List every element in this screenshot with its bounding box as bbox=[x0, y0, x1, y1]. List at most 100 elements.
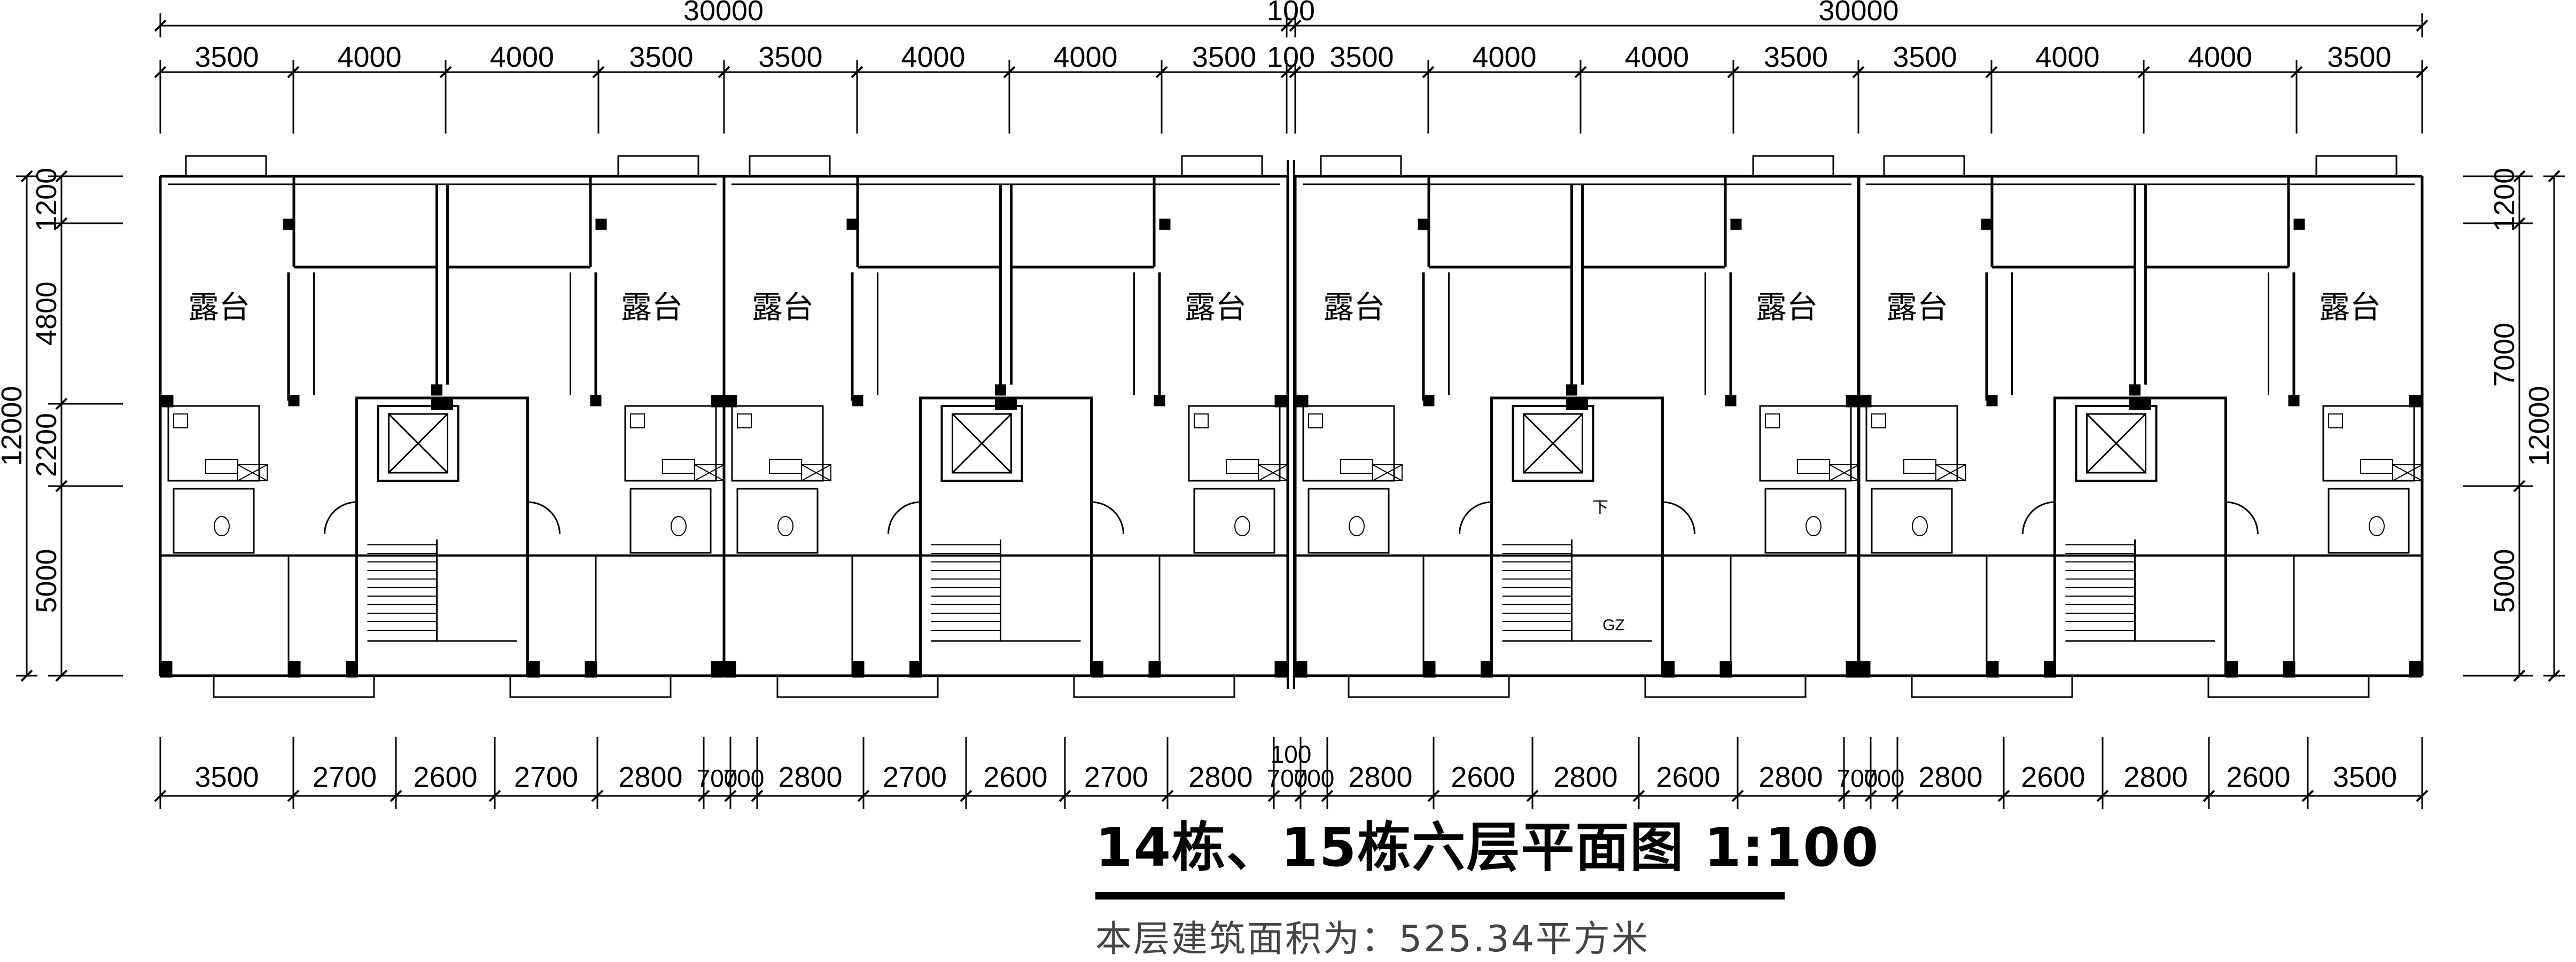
column bbox=[723, 395, 737, 408]
dim-tick bbox=[20, 669, 33, 682]
column bbox=[711, 661, 723, 678]
bay-window bbox=[2207, 675, 2370, 698]
shaft-cross bbox=[801, 464, 831, 481]
dim-tick bbox=[697, 789, 710, 802]
toilet bbox=[2369, 516, 2385, 536]
stair-core bbox=[1490, 396, 1664, 677]
column bbox=[1986, 395, 1998, 406]
parapet bbox=[749, 155, 831, 177]
shaft bbox=[801, 464, 831, 481]
dim-tick bbox=[1003, 66, 1016, 79]
dim-tick bbox=[55, 669, 68, 682]
column bbox=[2129, 397, 2151, 410]
dim-bottom-bay: 2700 bbox=[313, 761, 377, 793]
dim-top-bay: 4000 bbox=[901, 41, 965, 73]
toilet bbox=[214, 516, 230, 536]
dim-bottom-bay: 2600 bbox=[1451, 761, 1515, 793]
dim-tick bbox=[1294, 789, 1307, 802]
bathroom bbox=[1193, 488, 1275, 554]
dim-tick bbox=[1997, 789, 2010, 802]
dim-tick bbox=[2203, 789, 2215, 802]
dim-bottom-bay: 3500 bbox=[194, 761, 259, 793]
column bbox=[2283, 661, 2295, 678]
shaft bbox=[2392, 464, 2423, 481]
dim-tick bbox=[1280, 19, 1293, 32]
dim-tick bbox=[1891, 789, 1904, 802]
dim-bottom-bay: 2800 bbox=[1188, 761, 1252, 793]
door-swing bbox=[1459, 501, 1492, 535]
bathroom bbox=[1764, 488, 1847, 554]
column bbox=[1418, 218, 1429, 230]
title-block: 14栋、15栋六层平面图 1:100 本层建筑面积为：525.34平方米 bbox=[1095, 804, 1879, 962]
bathroom bbox=[2328, 488, 2410, 554]
elevator-shaft bbox=[1512, 405, 1594, 482]
floor-area-note: 本层建筑面积为：525.34平方米 bbox=[1095, 918, 1649, 960]
dim-tick bbox=[1267, 789, 1280, 802]
dim-right-sub: 7000 bbox=[2488, 323, 2520, 387]
column bbox=[852, 395, 863, 406]
dim-tick bbox=[439, 66, 452, 79]
dim-bottom-bay: 2600 bbox=[983, 761, 1047, 793]
column bbox=[1566, 397, 1588, 410]
parapet bbox=[1181, 155, 1263, 177]
column bbox=[852, 661, 865, 678]
terrace-label: 露台 bbox=[752, 289, 814, 325]
kitchen-zone bbox=[1759, 405, 1852, 482]
dim-left-total: 12000 bbox=[0, 386, 28, 466]
toilet bbox=[1805, 516, 1822, 536]
toilet bbox=[1912, 516, 1928, 536]
dim-bottom-bay: 2700 bbox=[883, 761, 947, 793]
dim-bottom-bay: 2600 bbox=[413, 761, 477, 793]
column bbox=[1719, 661, 1732, 678]
dim-tick bbox=[857, 789, 870, 802]
dim-tick bbox=[1727, 66, 1740, 79]
door-swing bbox=[888, 501, 921, 535]
dim-top-overall: 30000 bbox=[1818, 0, 1898, 27]
toilet bbox=[1349, 516, 1365, 536]
elevator-cross bbox=[1523, 413, 1583, 474]
fixture bbox=[1194, 413, 1209, 428]
dim-bottom-mid: 100 bbox=[1271, 740, 1312, 768]
dim-tick bbox=[2137, 66, 2150, 79]
column bbox=[1159, 218, 1171, 230]
dim-tick bbox=[1155, 66, 1168, 79]
fixture bbox=[173, 413, 188, 428]
dim-bottom-bay: 2700 bbox=[1084, 761, 1148, 793]
dim-tick bbox=[2548, 170, 2561, 183]
dim-tick bbox=[287, 789, 300, 802]
dim-tick bbox=[592, 66, 605, 79]
column bbox=[1295, 661, 1308, 678]
column bbox=[909, 661, 922, 678]
terrace-label: 露台 bbox=[1756, 289, 1818, 325]
column bbox=[1662, 661, 1675, 678]
dim-tick bbox=[960, 789, 972, 802]
terrace-label: 露台 bbox=[1886, 289, 1948, 325]
dim-top-bay: 3500 bbox=[1192, 41, 1256, 73]
parapet bbox=[185, 155, 267, 177]
column bbox=[1091, 661, 1103, 678]
dim-top-bay: 4000 bbox=[337, 41, 401, 73]
column bbox=[1730, 218, 1742, 230]
dim-top-bay: 4000 bbox=[490, 41, 554, 73]
elevator-shaft bbox=[2075, 405, 2158, 482]
shaft-cross bbox=[1935, 464, 1966, 481]
column bbox=[2409, 395, 2423, 408]
dim-tick bbox=[2416, 66, 2429, 79]
column bbox=[2409, 661, 2422, 678]
toilet bbox=[671, 516, 687, 536]
bay-window bbox=[776, 675, 939, 698]
column bbox=[1981, 218, 1993, 230]
dim-tick bbox=[20, 170, 33, 183]
terrace-label: 露台 bbox=[1323, 289, 1385, 325]
column bbox=[2293, 218, 2305, 230]
sink bbox=[1340, 459, 1373, 474]
column bbox=[1423, 661, 1436, 678]
dim-tick bbox=[1280, 66, 1293, 79]
dim-top-bay: 4000 bbox=[1472, 41, 1536, 73]
terrace-label: 露台 bbox=[1185, 289, 1247, 325]
dim-top-bay: 4000 bbox=[2188, 41, 2252, 73]
kitchen-zone bbox=[1302, 405, 1395, 482]
dim-tick bbox=[1161, 789, 1174, 802]
door-swing bbox=[2225, 501, 2259, 535]
toilet bbox=[1234, 516, 1250, 536]
